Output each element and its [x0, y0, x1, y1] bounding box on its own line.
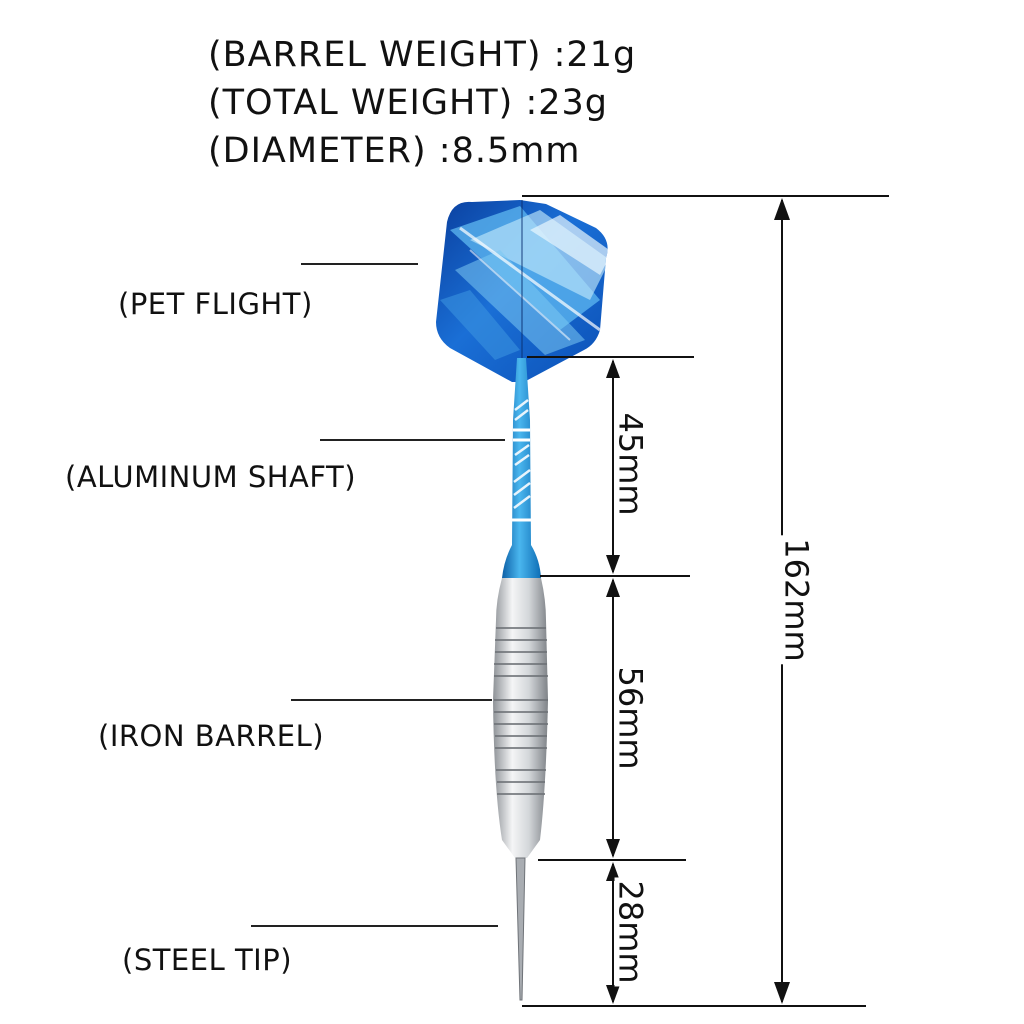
spec-diameter: (DIAMETER) :8.5mm: [208, 131, 581, 171]
spec-barrel-weight: (BARREL WEIGHT) :21g: [208, 35, 637, 75]
spec-total-weight: (TOTAL WEIGHT) :23g: [208, 83, 609, 123]
dimension-shaft-length: 45mm: [612, 409, 650, 519]
label-aluminum-shaft: (ALUMINUM SHAFT): [65, 460, 357, 494]
leader-lines: [251, 263, 505, 927]
steel-tip: [515, 857, 526, 1001]
label-iron-barrel: (IRON BARREL): [98, 719, 325, 753]
dimension-total-length: 162mm: [778, 535, 816, 665]
aluminum-shaft: [502, 358, 541, 578]
label-pet-flight: (PET FLIGHT): [118, 287, 313, 321]
dimension-arrowheads: [606, 198, 790, 1004]
pet-flight: [436, 200, 608, 384]
dimension-barrel-length: 56mm: [612, 663, 650, 773]
dimension-tip-length: 28mm: [612, 877, 650, 987]
iron-barrel: [493, 578, 548, 858]
label-steel-tip: (STEEL TIP): [122, 943, 293, 977]
